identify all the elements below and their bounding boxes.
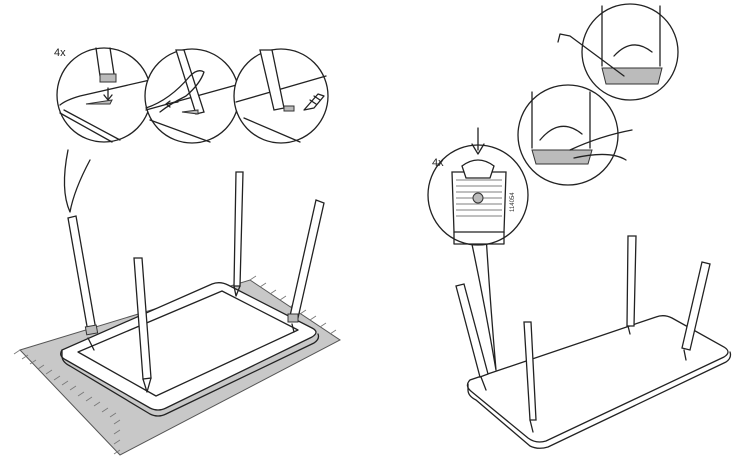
allen-key-icon	[557, 33, 625, 77]
detail-circle-attach-foot	[56, 47, 152, 143]
detail-circle-check-foot	[233, 48, 329, 144]
callout-pointer-right	[469, 234, 497, 371]
table-top-left	[60, 282, 320, 417]
rotate-arrow-icon	[613, 44, 653, 57]
detail-circle-turn-with-key	[557, 3, 679, 101]
hand-press-icon	[303, 93, 325, 111]
table-legs-right	[455, 235, 711, 433]
quantity-label-left: 4x	[54, 47, 66, 59]
table-legs-left	[67, 171, 325, 393]
detail-circle-glide: 114054	[427, 127, 529, 246]
quantity-label-right: 4x	[432, 157, 444, 169]
detail-circle-slide-foot	[144, 48, 241, 144]
part-number: 114054	[510, 192, 516, 212]
rotate-arrow-icon	[539, 125, 583, 141]
detail-circle-turn-by-hand	[517, 84, 633, 186]
callout-pointer-left	[63, 149, 91, 213]
